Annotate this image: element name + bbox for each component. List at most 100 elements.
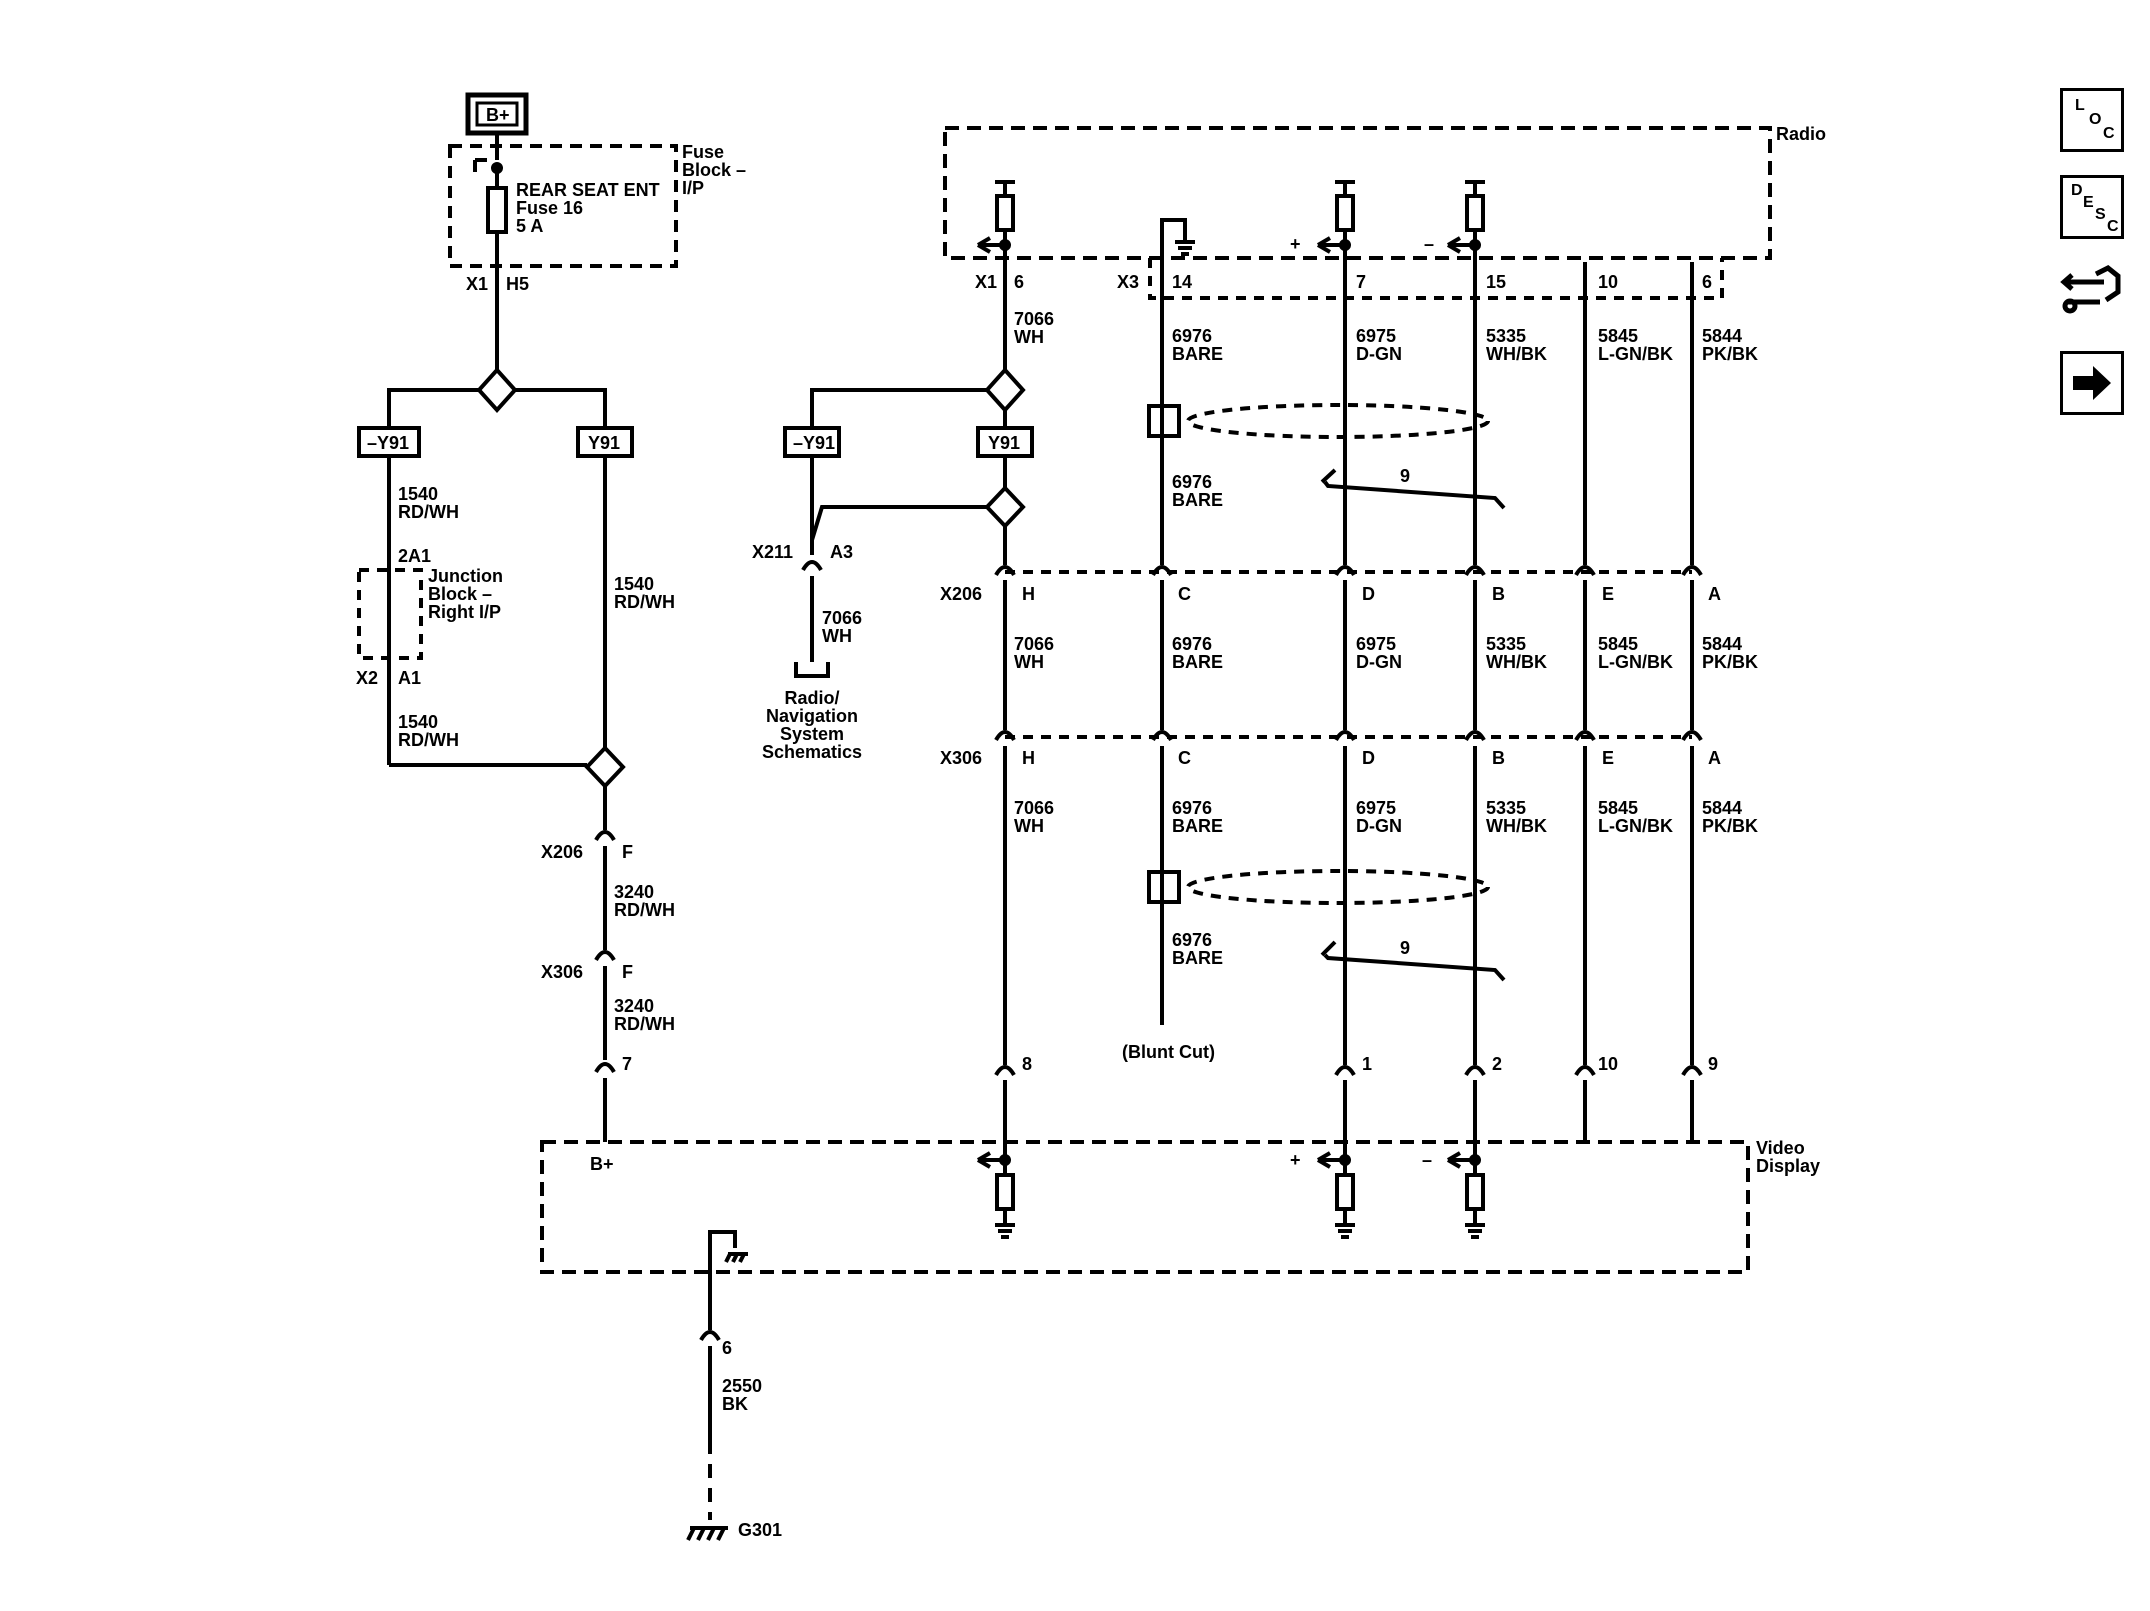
diagram-label: D (1362, 748, 1375, 768)
diagram-label: 7 (622, 1054, 632, 1074)
diagram-label: 5335 (1486, 326, 1526, 346)
diagram-label: 6975 (1356, 634, 1396, 654)
diagram-label: 6975 (1356, 326, 1396, 346)
description-button[interactable]: D E S C (2060, 175, 2124, 239)
diagram-label: H (1022, 584, 1035, 604)
connector-repair-icon (2060, 265, 2121, 314)
diagram-label: Navigation (766, 706, 858, 726)
diagram-label: 15 (1486, 272, 1506, 292)
diagram-label: WH/BK (1486, 652, 1547, 672)
diagram-label: Video (1756, 1138, 1805, 1158)
splice-left (584, 745, 626, 789)
diagram-label: A (1708, 748, 1721, 768)
diagram-label: A (1708, 584, 1721, 604)
diagram-label: RD/WH (614, 1014, 675, 1034)
diagram-label: I/P (682, 178, 704, 198)
diagram-label: Y91 (988, 433, 1020, 453)
diagram-label: 3240 (614, 996, 654, 1016)
diagram-label: RD/WH (614, 900, 675, 920)
diagram-label: C (1178, 584, 1191, 604)
diagram-label: 5845 (1598, 326, 1638, 346)
diagram-label: X206 (541, 842, 583, 862)
diagram-label: Block – (428, 584, 492, 604)
diagram-label: WH/BK (1486, 344, 1547, 364)
diagram-label: WH (822, 626, 852, 646)
diagram-label: 6976 (1172, 472, 1212, 492)
diagram-label: 6 (1702, 272, 1712, 292)
diagram-label: BARE (1172, 948, 1223, 968)
diagram-label: Radio/ (784, 688, 839, 708)
diagram-label: 1 (1362, 1054, 1372, 1074)
diagram-label: REAR SEAT ENT (516, 180, 660, 200)
diagram-label: (Blunt Cut) (1122, 1042, 1215, 1062)
diagram-label: Right I/P (428, 602, 501, 622)
diagram-label: 8 (1022, 1054, 1032, 1074)
diagram-label: WH (1014, 652, 1044, 672)
connector-repair-button[interactable] (2060, 262, 2124, 326)
diagram-label: 5844 (1702, 798, 1742, 818)
diagram-label: 6976 (1172, 326, 1212, 346)
diagram-label: D-GN (1356, 344, 1402, 364)
diagram-label: Fuse 16 (516, 198, 583, 218)
diagram-label: X211 (752, 542, 793, 562)
diagram-label: 9 (1708, 1054, 1718, 1074)
diagram-label: X1 (975, 272, 997, 292)
diagram-label: WH/BK (1486, 816, 1547, 836)
diagram-label: G301 (738, 1520, 782, 1540)
diagram-label: D-GN (1356, 652, 1402, 672)
diagram-label: 6 (722, 1338, 732, 1358)
next-button[interactable] (2060, 351, 2124, 415)
diagram-label: H (1022, 748, 1035, 768)
diagram-label: Block – (682, 160, 746, 180)
diagram-label: 6976 (1172, 798, 1212, 818)
diagram-label: 5845 (1598, 798, 1638, 818)
fuse-symbol (486, 186, 508, 234)
diagram-label: X1 (466, 274, 488, 294)
diagram-label: E (1602, 584, 1614, 604)
diagram-label: 5335 (1486, 798, 1526, 818)
diagram-label: Radio (1776, 124, 1826, 144)
diagram-label: C (1178, 748, 1191, 768)
diagram-label: 1540 (398, 484, 438, 504)
bplus-label: B+ (486, 105, 510, 125)
diagram-label: 6976 (1172, 930, 1212, 950)
diagram-label: BARE (1172, 344, 1223, 364)
diagram-label: 6 (1014, 272, 1024, 292)
diagram-label: 1540 (614, 574, 654, 594)
diagram-label: BARE (1172, 490, 1223, 510)
diagram-label: D-GN (1356, 816, 1402, 836)
diagram-label: 5845 (1598, 634, 1638, 654)
diagram-label: 3240 (614, 882, 654, 902)
diagram-label: PK/BK (1702, 816, 1758, 836)
diagram-label: PK/BK (1702, 652, 1758, 672)
diagram-label: F (622, 962, 633, 982)
diagram-label: BK (722, 1394, 748, 1414)
diagram-label: 14 (1172, 272, 1192, 292)
diagram-label: 9 (1400, 466, 1410, 486)
diagram-label: 10 (1598, 1054, 1618, 1074)
diagram-label: + (1290, 1150, 1301, 1170)
diagram-label: Junction (428, 566, 503, 586)
diagram-label: WH (1014, 816, 1044, 836)
video-display-outline (540, 1140, 1750, 1274)
diagram-label: RD/WH (614, 592, 675, 612)
diagram-label: 7066 (822, 608, 862, 628)
diagram-label: D (1362, 584, 1375, 604)
diagram-label: 2 (1492, 1054, 1502, 1074)
diagram-label: + (1290, 234, 1301, 254)
diagram-label: BARE (1172, 652, 1223, 672)
diagram-label: WH (1014, 327, 1044, 347)
diagram-label: 2A1 (398, 546, 431, 566)
diagram-label: RD/WH (398, 502, 459, 522)
diagram-label: B (1492, 584, 1505, 604)
diagram-label: System (780, 724, 844, 744)
diagram-label: 6975 (1356, 798, 1396, 818)
location-button[interactable]: L O C (2060, 88, 2124, 152)
diagram-label: X3 (1117, 272, 1139, 292)
diagram-label: 7 (1356, 272, 1366, 292)
diagram-label: F (622, 842, 633, 862)
diagram-label: 9 (1400, 938, 1410, 958)
splice-top (476, 367, 518, 413)
diagram-label: L-GN/BK (1598, 652, 1673, 672)
